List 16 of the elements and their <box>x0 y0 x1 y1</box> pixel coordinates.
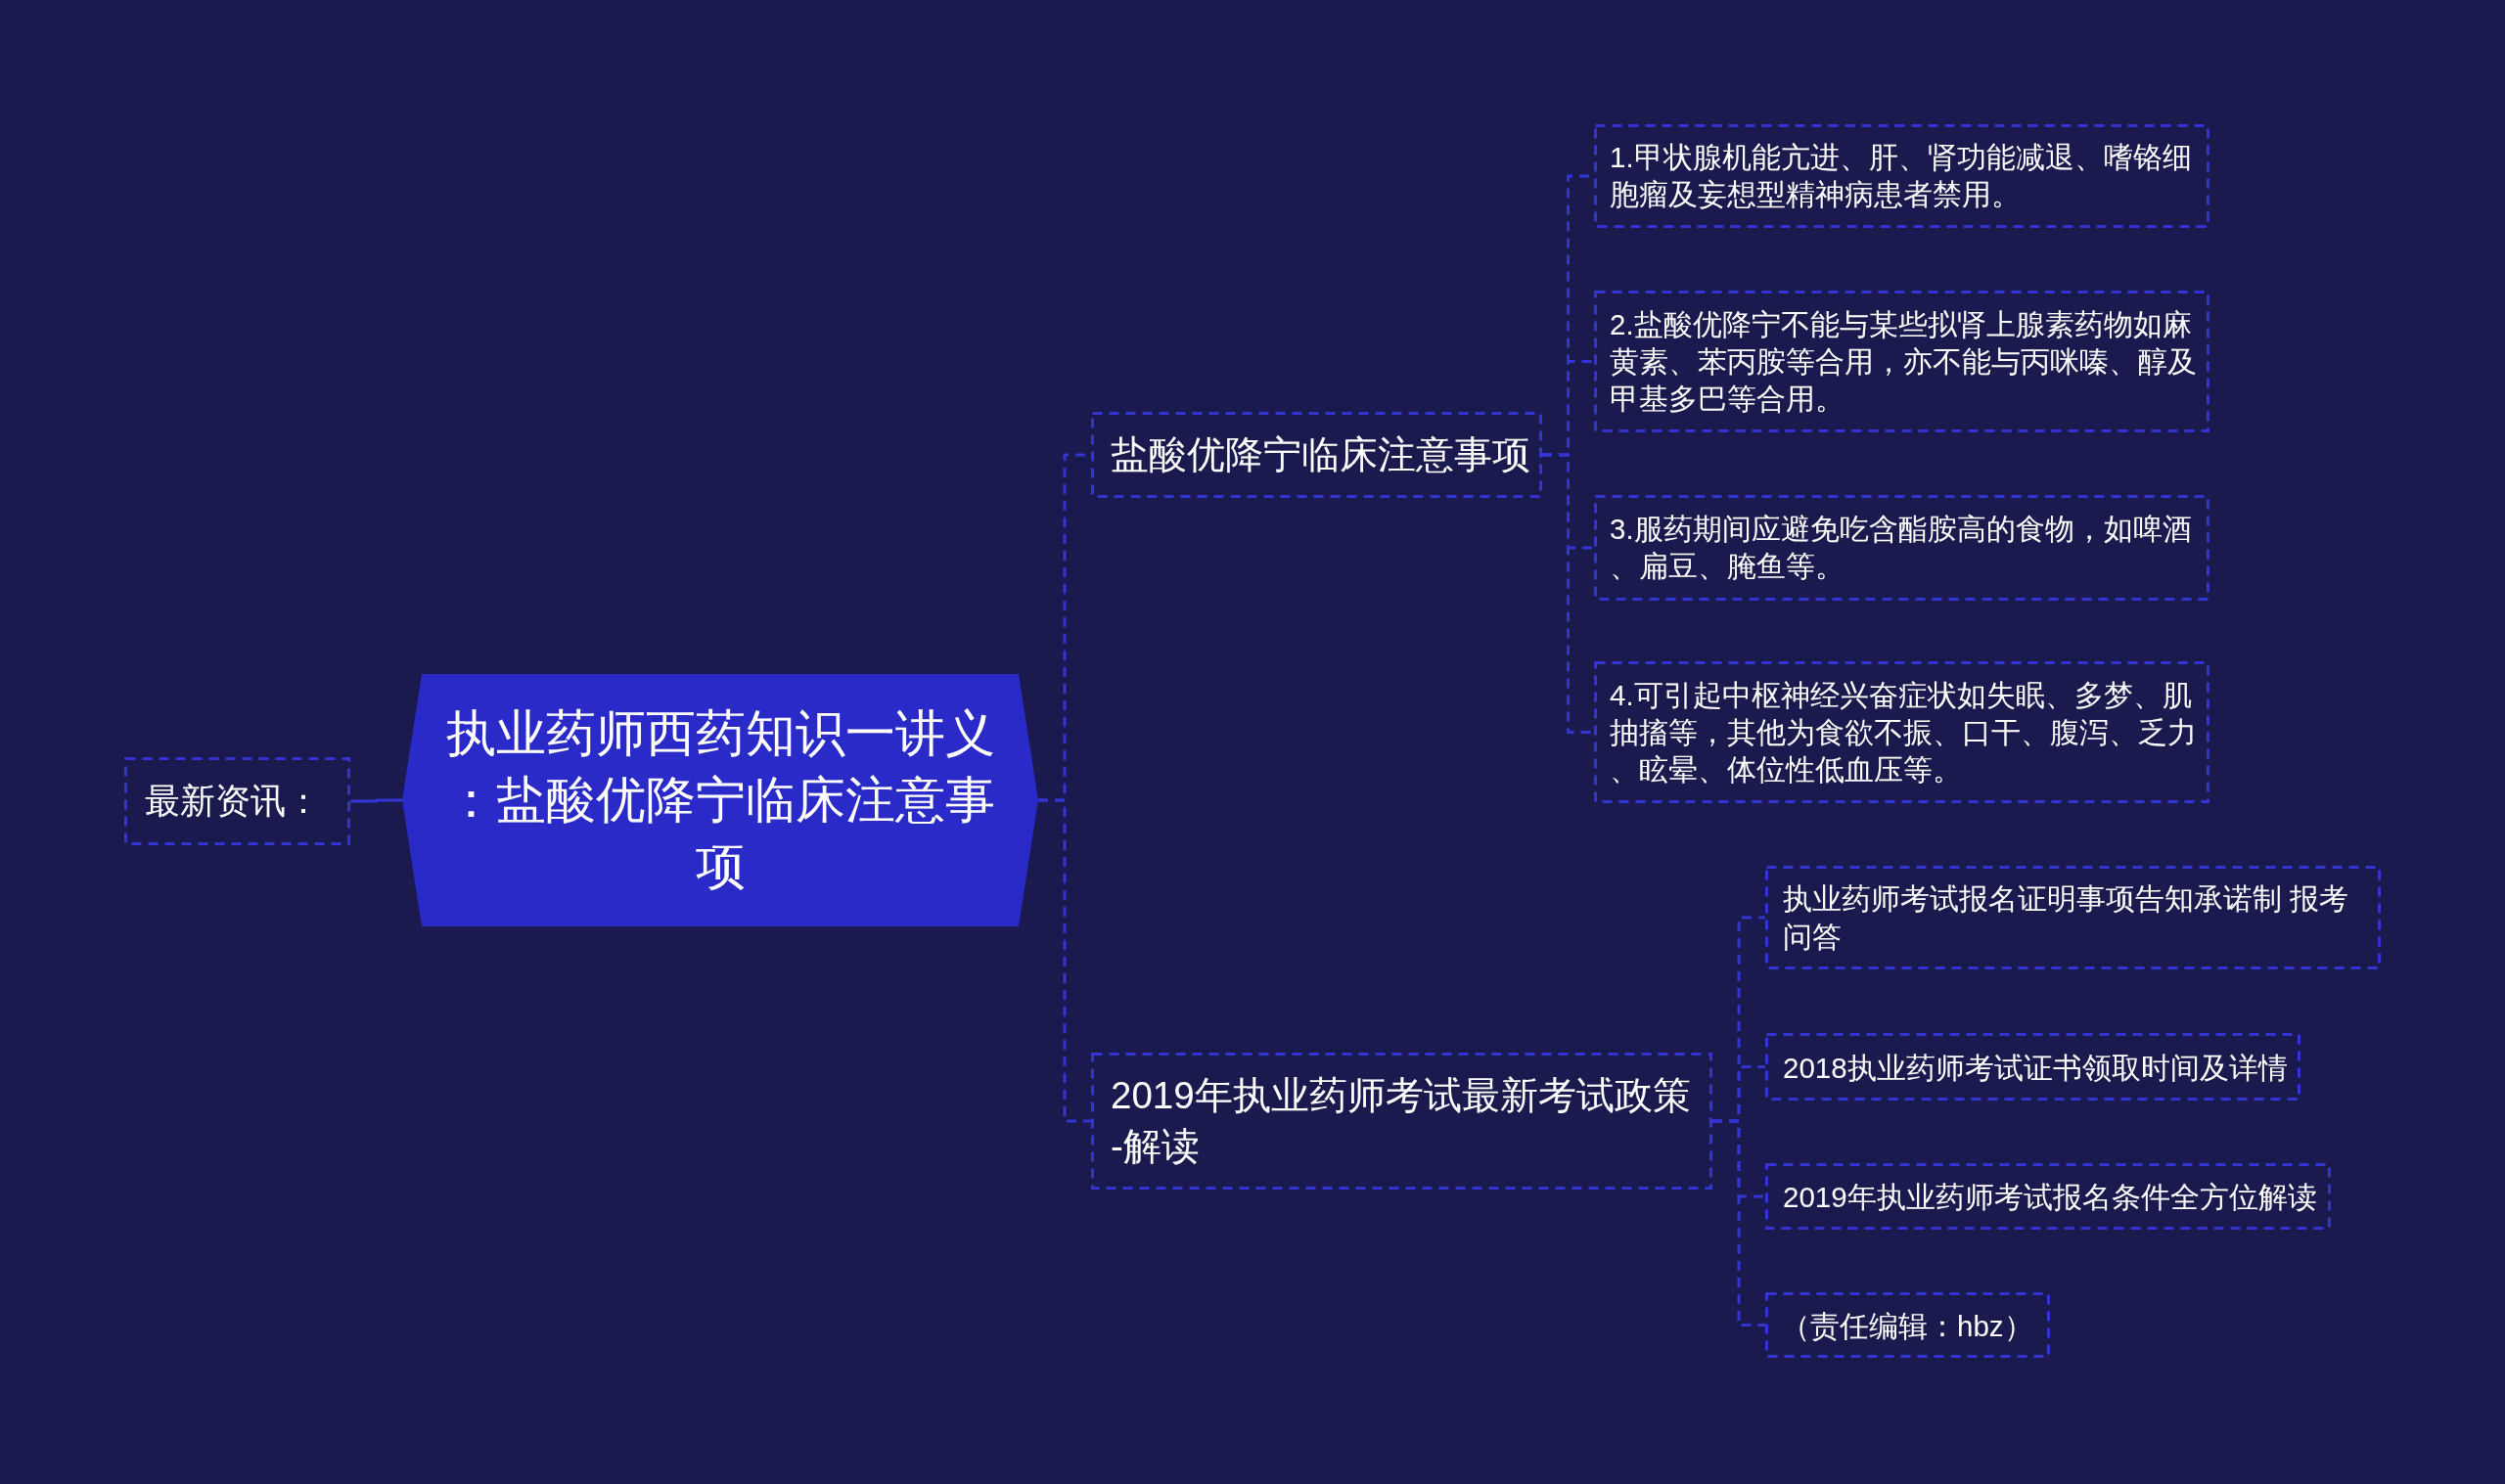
topic-box: （责任编辑：hbz） <box>1765 1292 2050 1358</box>
topic-box: 2019年执业药师考试报名条件全方位解读 <box>1765 1163 2331 1230</box>
topic-box: 最新资讯： <box>124 757 350 845</box>
topic-box: 2.盐酸优降宁不能与某些拟肾上腺素药物如麻黄素、苯丙胺等合用，亦不能与丙咪嗪、醇及甲基多巴等合用。 <box>1594 291 2209 432</box>
topic-box: 执业药师考试报名证明事项告知承诺制 报考问答 <box>1765 866 2381 969</box>
connector-line <box>1038 798 1091 1123</box>
connector-line <box>1712 1119 1765 1327</box>
topic-box: 1.甲状腺机能亢进、肝、肾功能减退、嗜铬细胞瘤及妄想型精神病患者禁用。 <box>1594 124 2209 228</box>
topic-box: 盐酸优降宁临床注意事项 <box>1091 412 1542 498</box>
topic-box: 2018执业药师考试证书领取时间及详情 <box>1765 1033 2300 1101</box>
topic-box: 4.可引起中枢神经兴奋症状如失眠、多梦、肌抽搐等，其他为食欲不振、口干、腹泻、乏力、眩晕、体位性低血压等。 <box>1594 661 2209 803</box>
topic-box: 3.服药期间应避免吃含酯胺高的食物，如啤酒、扁豆、腌鱼等。 <box>1594 495 2209 601</box>
connector-line <box>1542 453 1594 734</box>
topic-box: 2019年执业药师考试最新考试政策-解读 <box>1091 1053 1712 1190</box>
topic-hexagon: 执业药师西药知识一讲义：盐酸优降宁临床注意事项 <box>402 674 1038 926</box>
connector-line <box>350 798 402 803</box>
